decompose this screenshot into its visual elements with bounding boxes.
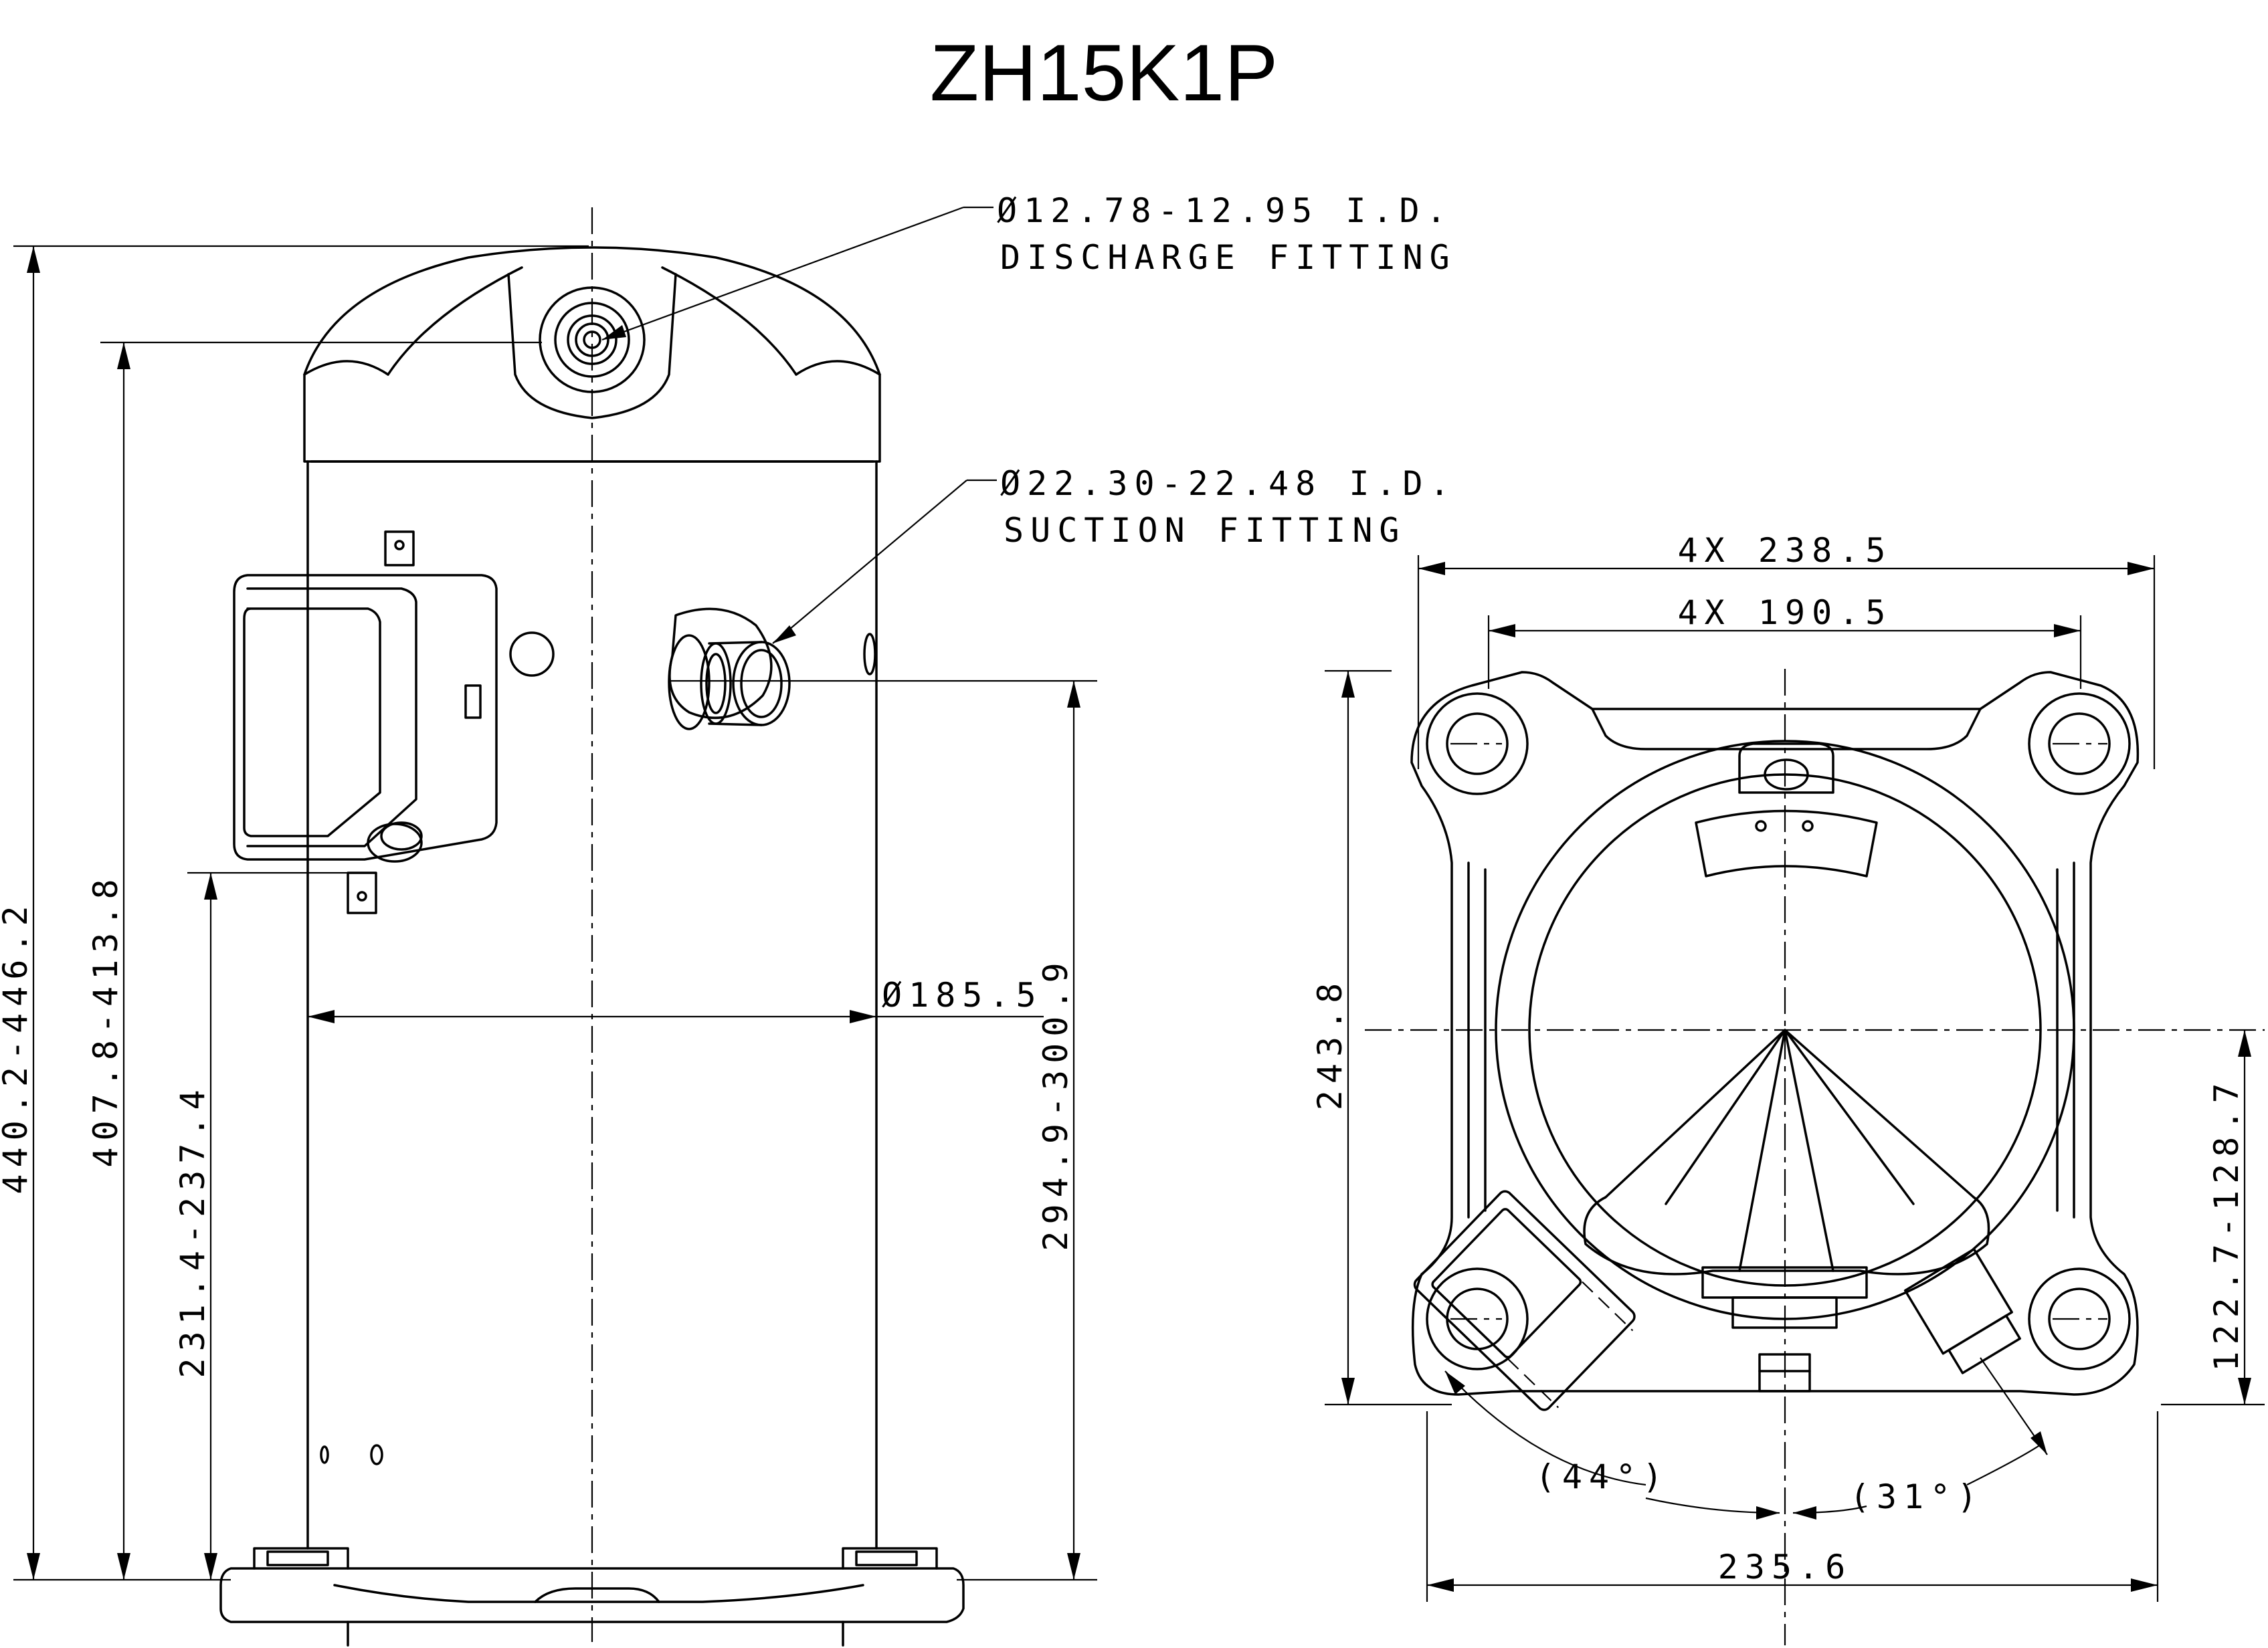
discharge-size-label: Ø12.78-12.95 I.D. <box>997 191 1453 230</box>
suction-fitting <box>668 607 791 730</box>
shell-body <box>306 460 878 1550</box>
height-discharge-label: 407.8-413.8 <box>86 872 125 1167</box>
drawing-title: ZH15K1P <box>930 28 1278 118</box>
shell-dome <box>303 246 881 463</box>
angle-right-label: (31°) <box>1850 1477 1984 1516</box>
height-terminal-label: 231.4-237.4 <box>173 1083 212 1378</box>
top-view: 4X 238.5 4X 190.5 243.8 122.7-128.7 235.… <box>1311 531 2265 1645</box>
width-label: 235.6 <box>1718 1548 1853 1586</box>
discharge-name-label: DISCHARGE FITTING <box>1000 238 1456 277</box>
height-overall-label: 440.2-446.2 <box>0 899 35 1194</box>
angle-left-label: (44°) <box>1535 1457 1670 1496</box>
mount-inner-label: 4X 190.5 <box>1678 593 1893 632</box>
top-terminal-box <box>1413 1190 1636 1411</box>
diameter-label: Ø185.5 <box>882 976 1043 1015</box>
height-suction-label: 294.9-300.9 <box>1036 956 1075 1251</box>
suction-size-label: Ø22.30-22.48 I.D. <box>1000 464 1456 503</box>
top-base-outline <box>1410 671 2140 1396</box>
shell-outer-circle <box>1495 740 2075 1320</box>
suction-name-label: SUCTION FITTING <box>1004 511 1406 550</box>
side-view: Ø12.78-12.95 I.D. DISCHARGE FITTING Ø22.… <box>0 191 1456 1647</box>
terminal-box <box>233 530 498 914</box>
offset-label: 122.7-128.7 <box>2207 1076 2246 1371</box>
depth-label: 243.8 <box>1311 976 1349 1111</box>
mount-outer-label: 4X 238.5 <box>1678 531 1893 570</box>
